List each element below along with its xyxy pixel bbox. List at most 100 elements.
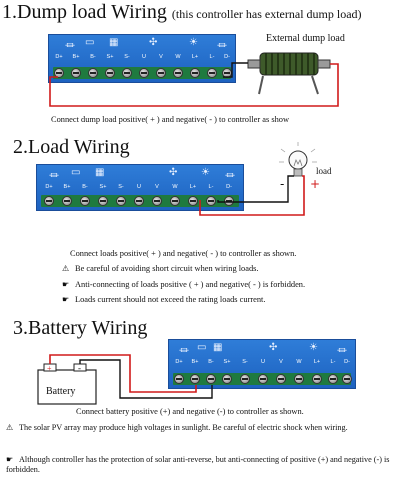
terminal-strip	[53, 67, 232, 79]
terminal-label: L-	[208, 184, 214, 190]
warning-icon: ⚠	[62, 264, 70, 273]
solar-panel-icon: ▦	[109, 37, 119, 48]
screw-terminal	[156, 68, 166, 78]
panel-icon-row: ⏛ ▭ ▦ ✣ ☀ ⏛	[37, 167, 243, 183]
section3-note-1: ⚠The solar PV array may produce high vol…	[6, 423, 348, 432]
terminal-labels: D+ B+ B- S+ S- U V W L+ L- D-	[49, 54, 235, 62]
solar-panel-icon: ▦	[213, 342, 223, 353]
battery-plus-sign: +	[47, 364, 52, 373]
battery-icon: ▭	[71, 167, 81, 178]
battery-minus-sign: -	[78, 363, 81, 373]
screw-terminal	[174, 374, 184, 384]
screw-terminal	[188, 196, 198, 206]
terminal-label: D-	[226, 184, 232, 190]
resistor-icon: ⏛	[49, 171, 59, 182]
section1-subtitle: (this controller has external dump load)	[171, 7, 362, 21]
screw-terminal	[222, 374, 232, 384]
section1-instruction: Connect dump load positive( + ) and nega…	[51, 115, 290, 124]
terminal-label: S+	[99, 184, 107, 190]
terminal-label: D-	[224, 54, 230, 60]
terminal-strip	[41, 195, 239, 207]
terminal-labels: D+ B+ B- S+ S- U V W L+ L- D-	[169, 359, 355, 367]
terminal-label: B+	[191, 359, 199, 365]
battery-icon	[37, 363, 97, 405]
terminal-label: L-	[209, 54, 215, 60]
terminal-label: S-	[242, 359, 248, 365]
forbidden-hand-icon: ☛	[6, 455, 14, 464]
section3-title: 3.Battery Wiring	[13, 317, 148, 339]
screw-terminal	[62, 196, 72, 206]
resistor-icon: ⏛	[217, 41, 227, 52]
terminal-label: D-	[344, 359, 350, 365]
dump-load-label: External dump load	[266, 33, 345, 44]
terminal-label: W	[175, 54, 181, 60]
screw-terminal	[71, 68, 81, 78]
section2-instruction: Connect loads positive( + ) and negative…	[70, 249, 297, 258]
light-bulb-icon	[279, 142, 317, 177]
section1-heading: 1.Dump load Wiring (this controller has …	[2, 1, 362, 25]
battery-label: Battery	[46, 386, 76, 397]
screw-terminal	[139, 68, 149, 78]
screw-terminal	[98, 196, 108, 206]
wind-turbine-icon: ✣	[169, 167, 178, 178]
screw-terminal	[134, 196, 144, 206]
battery-icon: ▭	[85, 37, 95, 48]
section3-instruction: Connect battery positive (+) and negativ…	[76, 407, 304, 416]
screw-terminal	[206, 374, 216, 384]
screw-terminal	[224, 196, 234, 206]
terminal-label: V	[155, 184, 159, 190]
screw-terminal	[207, 68, 217, 78]
screw-terminal	[294, 374, 304, 384]
screw-terminal	[312, 374, 322, 384]
screw-terminal	[122, 68, 132, 78]
terminal-label: D+	[175, 359, 183, 365]
screw-terminal	[258, 374, 268, 384]
terminal-label: D+	[55, 54, 63, 60]
terminal-label: S+	[223, 359, 231, 365]
resistor-icon: ⏛	[225, 171, 235, 182]
screw-terminal	[276, 374, 286, 384]
terminal-label: U	[261, 359, 265, 365]
screw-terminal	[173, 68, 183, 78]
screw-terminal	[152, 196, 162, 206]
controller-panel-1: ⏛ ▭ ▦ ✣ ☀ ⏛ D+ B+ B- S+ S- U V W L+ L- D…	[48, 34, 236, 83]
bulb-icon: ☀	[309, 342, 318, 353]
load-plus-sign: +	[310, 177, 321, 191]
screw-terminal	[116, 196, 126, 206]
solar-panel-icon: ▦	[95, 167, 105, 178]
resistor-icon: ⏛	[65, 41, 75, 52]
terminal-label: B-	[82, 184, 88, 190]
terminal-label: W	[296, 359, 302, 365]
wind-turbine-icon: ✣	[149, 37, 158, 48]
terminal-label: S+	[106, 54, 114, 60]
wind-turbine-icon: ✣	[269, 342, 278, 353]
section2-title: 2.Load Wiring	[13, 136, 130, 158]
section3-note-2: ☛Although controller has the protection …	[6, 455, 390, 474]
terminal-label: B-	[208, 359, 214, 365]
screw-terminal	[240, 374, 250, 384]
terminal-label: B+	[72, 54, 80, 60]
battery-icon: ▭	[197, 342, 207, 353]
forbidden-hand-icon: ☛	[62, 295, 70, 304]
section1-wiring	[49, 52, 339, 107]
panel-icon-row: ⏛ ▭ ▦ ✣ ☀ ⏛	[49, 37, 235, 53]
terminal-strip	[173, 373, 352, 385]
terminal-label: W	[172, 184, 178, 190]
section2-note-1: ⚠Be careful of avoiding short circuit wh…	[62, 264, 259, 273]
screw-terminal	[54, 68, 64, 78]
screw-terminal	[206, 196, 216, 206]
screw-terminal	[105, 68, 115, 78]
terminal-label: B-	[90, 54, 96, 60]
screw-terminal	[190, 68, 200, 78]
terminal-label: L+	[189, 184, 197, 190]
section3-wiring	[37, 354, 213, 405]
terminal-labels: D+ B+ B- S+ S- U V W L+ L- D-	[37, 184, 243, 192]
terminal-label: V	[159, 54, 163, 60]
panel-icon-row: ⏛ ▭ ▦ ✣ ☀ ⏛	[169, 342, 355, 358]
screw-terminal	[88, 68, 98, 78]
screw-terminal	[80, 196, 90, 206]
terminal-label: D+	[45, 184, 53, 190]
screw-terminal	[190, 374, 200, 384]
terminal-label: L+	[313, 359, 321, 365]
terminal-label: L-	[330, 359, 336, 365]
